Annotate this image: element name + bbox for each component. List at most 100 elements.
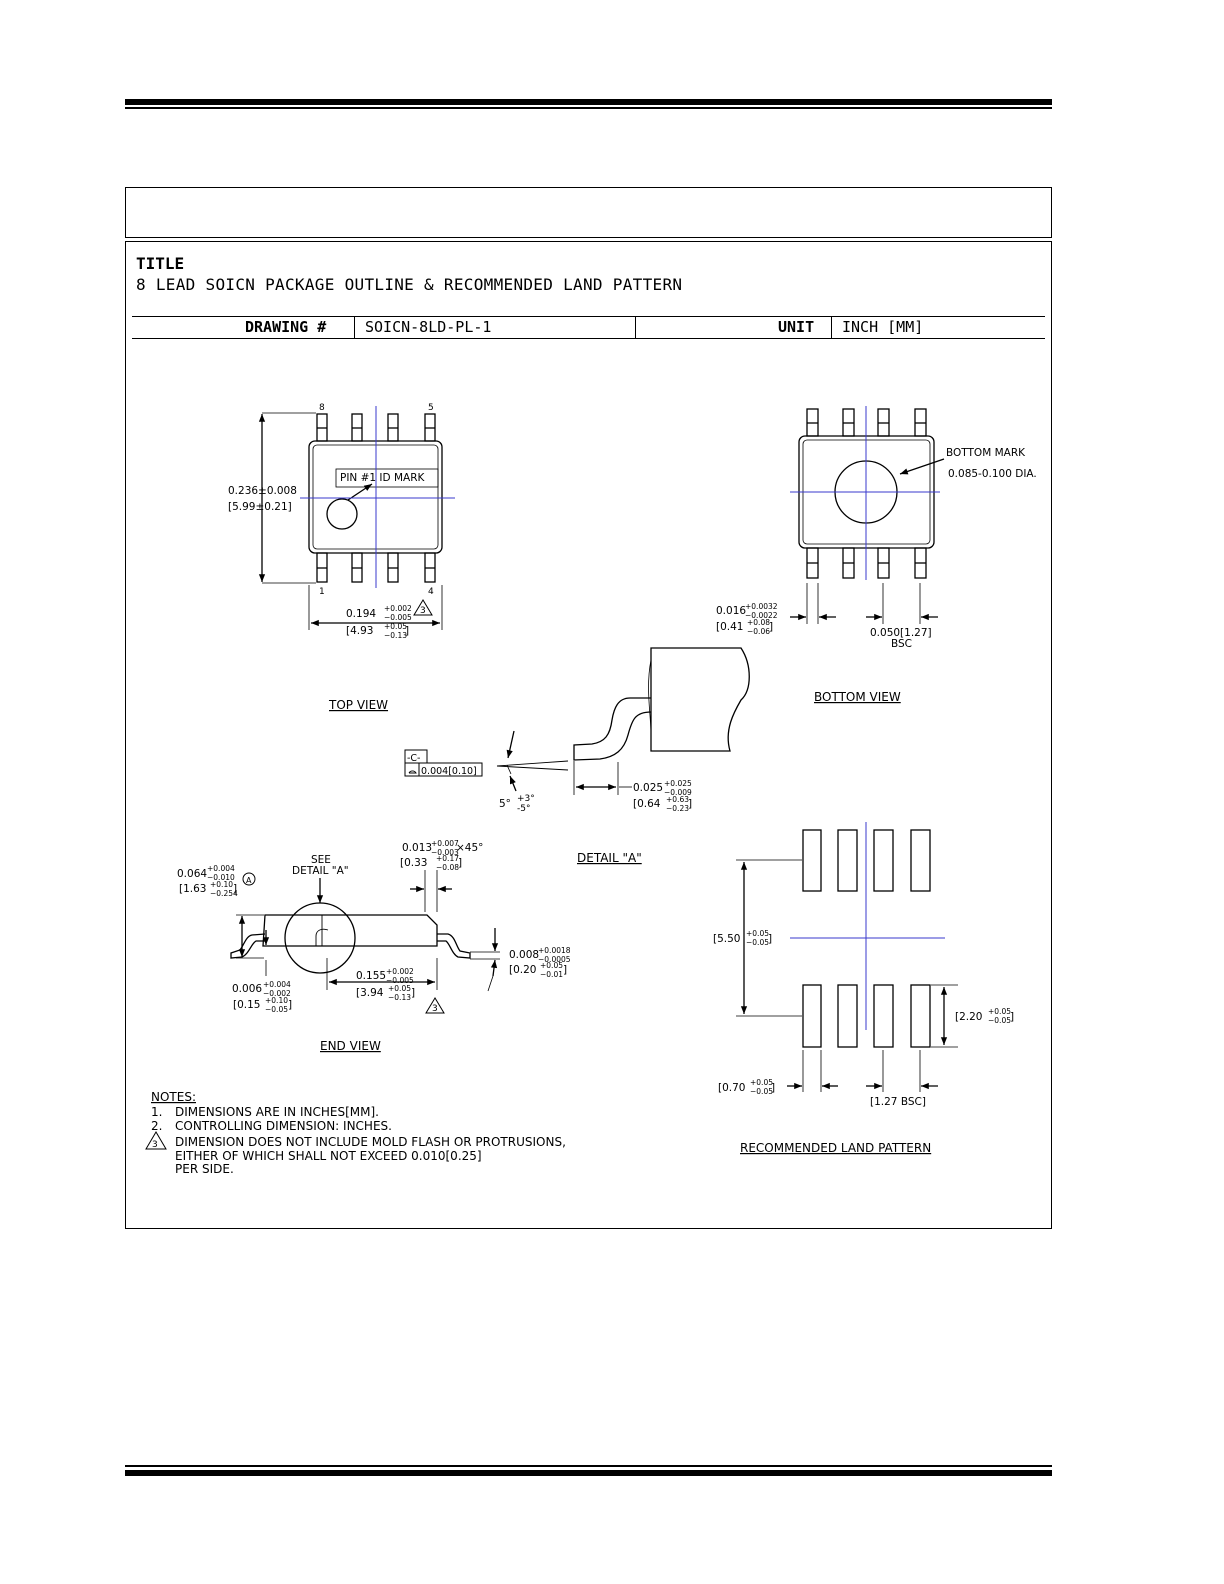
svg-text:+0.05: +0.05: [746, 929, 769, 938]
end-note-ref: 3: [432, 1004, 438, 1014]
see-detail-2: DETAIL "A": [292, 865, 349, 877]
land-pad: [910, 984, 931, 1048]
svg-text:−0.254: −0.254: [210, 889, 238, 898]
pin8-label: 8: [319, 403, 325, 413]
land-pad: [910, 829, 931, 892]
drawing-frame: [125, 241, 1052, 1229]
land-pad: [802, 829, 822, 892]
foot-length-in: 0.025: [633, 782, 663, 794]
pin1-label: 1: [319, 587, 325, 597]
svg-text:+0.05: +0.05: [540, 961, 563, 970]
standoff-mm: [0.15: [233, 999, 260, 1011]
pin1-id-circle: [326, 498, 358, 530]
svg-text:]: ]: [1010, 1011, 1014, 1023]
bottom-mark-label: BOTTOM MARK: [946, 447, 1026, 459]
drawing-info-row: DRAWING # SOICN-8LD-PL-1 UNIT INCH [MM]: [132, 316, 1045, 339]
svg-text:+0.025: +0.025: [664, 779, 692, 788]
note-3-line2: EITHER OF WHICH SHALL NOT EXCEED 0.010[0…: [175, 1149, 482, 1163]
drawing-title: 8 LEAD SOICN PACKAGE OUTLINE & RECOMMEND…: [136, 275, 683, 294]
svg-text:+0.05: +0.05: [388, 984, 411, 993]
centerlines: [300, 406, 945, 1030]
end-height-mm: [1.63: [179, 883, 206, 895]
svg-text:−0.005: −0.005: [384, 613, 412, 622]
unit-label: UNIT: [778, 318, 815, 336]
note-2: CONTROLLING DIMENSION: INCHES.: [175, 1119, 392, 1133]
land-pad-width: [0.70: [718, 1082, 745, 1094]
svg-text:−0.0005: −0.0005: [538, 955, 571, 964]
top-note-ref: 3: [420, 606, 426, 616]
svg-text:+3°: +3°: [517, 794, 535, 804]
lead-thickness-mm: [0.20: [509, 964, 536, 976]
top-view-leads-upper: [316, 413, 436, 442]
svg-text:]: ]: [688, 798, 692, 810]
datum-a-label: A: [246, 876, 252, 885]
flatness-frame: [404, 762, 483, 777]
header-rule-thin: [125, 107, 1052, 109]
notes-heading: NOTES:: [151, 1090, 196, 1104]
svg-text:]: ]: [769, 621, 773, 633]
datum-c: -C-: [407, 753, 421, 764]
note-3-line3: PER SIDE.: [175, 1162, 234, 1176]
end-view-left-lead: [230, 933, 266, 959]
svg-text:]: ]: [288, 999, 292, 1011]
top-height-mm: [5.99±0.21]: [228, 501, 292, 513]
chamfer-in: 0.013: [402, 842, 432, 854]
svg-text:−0.05: −0.05: [750, 1087, 773, 1096]
svg-text:−0.009: −0.009: [664, 788, 692, 797]
svg-text:+0.10: +0.10: [210, 880, 233, 889]
svg-text:−0.05: −0.05: [746, 938, 769, 947]
detail-a-lead: [573, 697, 652, 761]
bottom-view-leads-upper: [806, 408, 927, 437]
svg-text:−0.01: −0.01: [540, 970, 563, 979]
land-pad-length: [2.20: [955, 1011, 982, 1023]
land-pad: [873, 829, 894, 892]
bottom-pitch-bsc: BSC: [891, 638, 912, 650]
pin5-label: 5: [428, 403, 434, 413]
heading-box: [125, 187, 1052, 238]
lead-thickness-in: 0.008: [509, 949, 539, 961]
svg-text:−0.002: −0.002: [263, 989, 291, 998]
svg-text:]: ]: [405, 625, 409, 637]
end-view-caption: END VIEW: [320, 1039, 381, 1053]
svg-text:+0.0018: +0.0018: [538, 946, 571, 955]
title-label: TITLE: [136, 254, 185, 273]
end-view: [230, 870, 500, 1014]
svg-text:−0.010: −0.010: [207, 873, 235, 882]
footer-rule-thin: [125, 1465, 1052, 1467]
svg-text:]: ]: [563, 964, 567, 976]
datum-a-circle: [242, 872, 256, 886]
svg-text:−0.13: −0.13: [384, 631, 407, 640]
bottom-view-caption: BOTTOM VIEW: [814, 690, 901, 704]
detail-a-caption: DETAIL "A": [577, 851, 642, 865]
end-view-right-lead: [437, 933, 471, 959]
footer-rule-thick: [125, 1470, 1052, 1476]
svg-text:+0.0032: +0.0032: [745, 602, 778, 611]
land-span: [5.50: [713, 933, 740, 945]
header-rule-thick: [125, 99, 1052, 105]
bottom-view: [790, 408, 945, 624]
body-width-in: 0.155: [356, 970, 386, 982]
svg-text:-5°: -5°: [517, 804, 530, 814]
top-width-in: 0.194: [346, 608, 376, 620]
land-pattern: [736, 829, 958, 1092]
pin4-label: 4: [428, 587, 434, 597]
detail-a-callout-circle: [284, 902, 356, 974]
svg-text:×45°: ×45°: [456, 842, 483, 854]
top-view-caption: TOP VIEW: [328, 698, 388, 712]
svg-text:+0.007: +0.007: [431, 839, 459, 848]
pin1-id-mark-label: PIN #1 ID MARK: [340, 472, 425, 484]
top-width-mm: [4.93: [346, 625, 373, 637]
svg-text:−0.05: −0.05: [265, 1005, 288, 1014]
bottom-mark-dia: 0.085-0.100 DIA.: [948, 468, 1037, 480]
end-height-in: 0.064: [177, 868, 207, 880]
svg-text:−0.06: −0.06: [747, 627, 770, 636]
svg-text:+0.08: +0.08: [747, 618, 770, 627]
detail-a-body: [650, 647, 750, 752]
svg-text:−0.08: −0.08: [436, 863, 459, 872]
svg-text:+0.63: +0.63: [666, 795, 689, 804]
svg-text:+0.004: +0.004: [207, 864, 235, 873]
svg-text:3: 3: [152, 1140, 158, 1150]
svg-text:−0.003: −0.003: [431, 848, 459, 857]
bottom-pitch: 0.050[1.27]: [870, 627, 932, 639]
